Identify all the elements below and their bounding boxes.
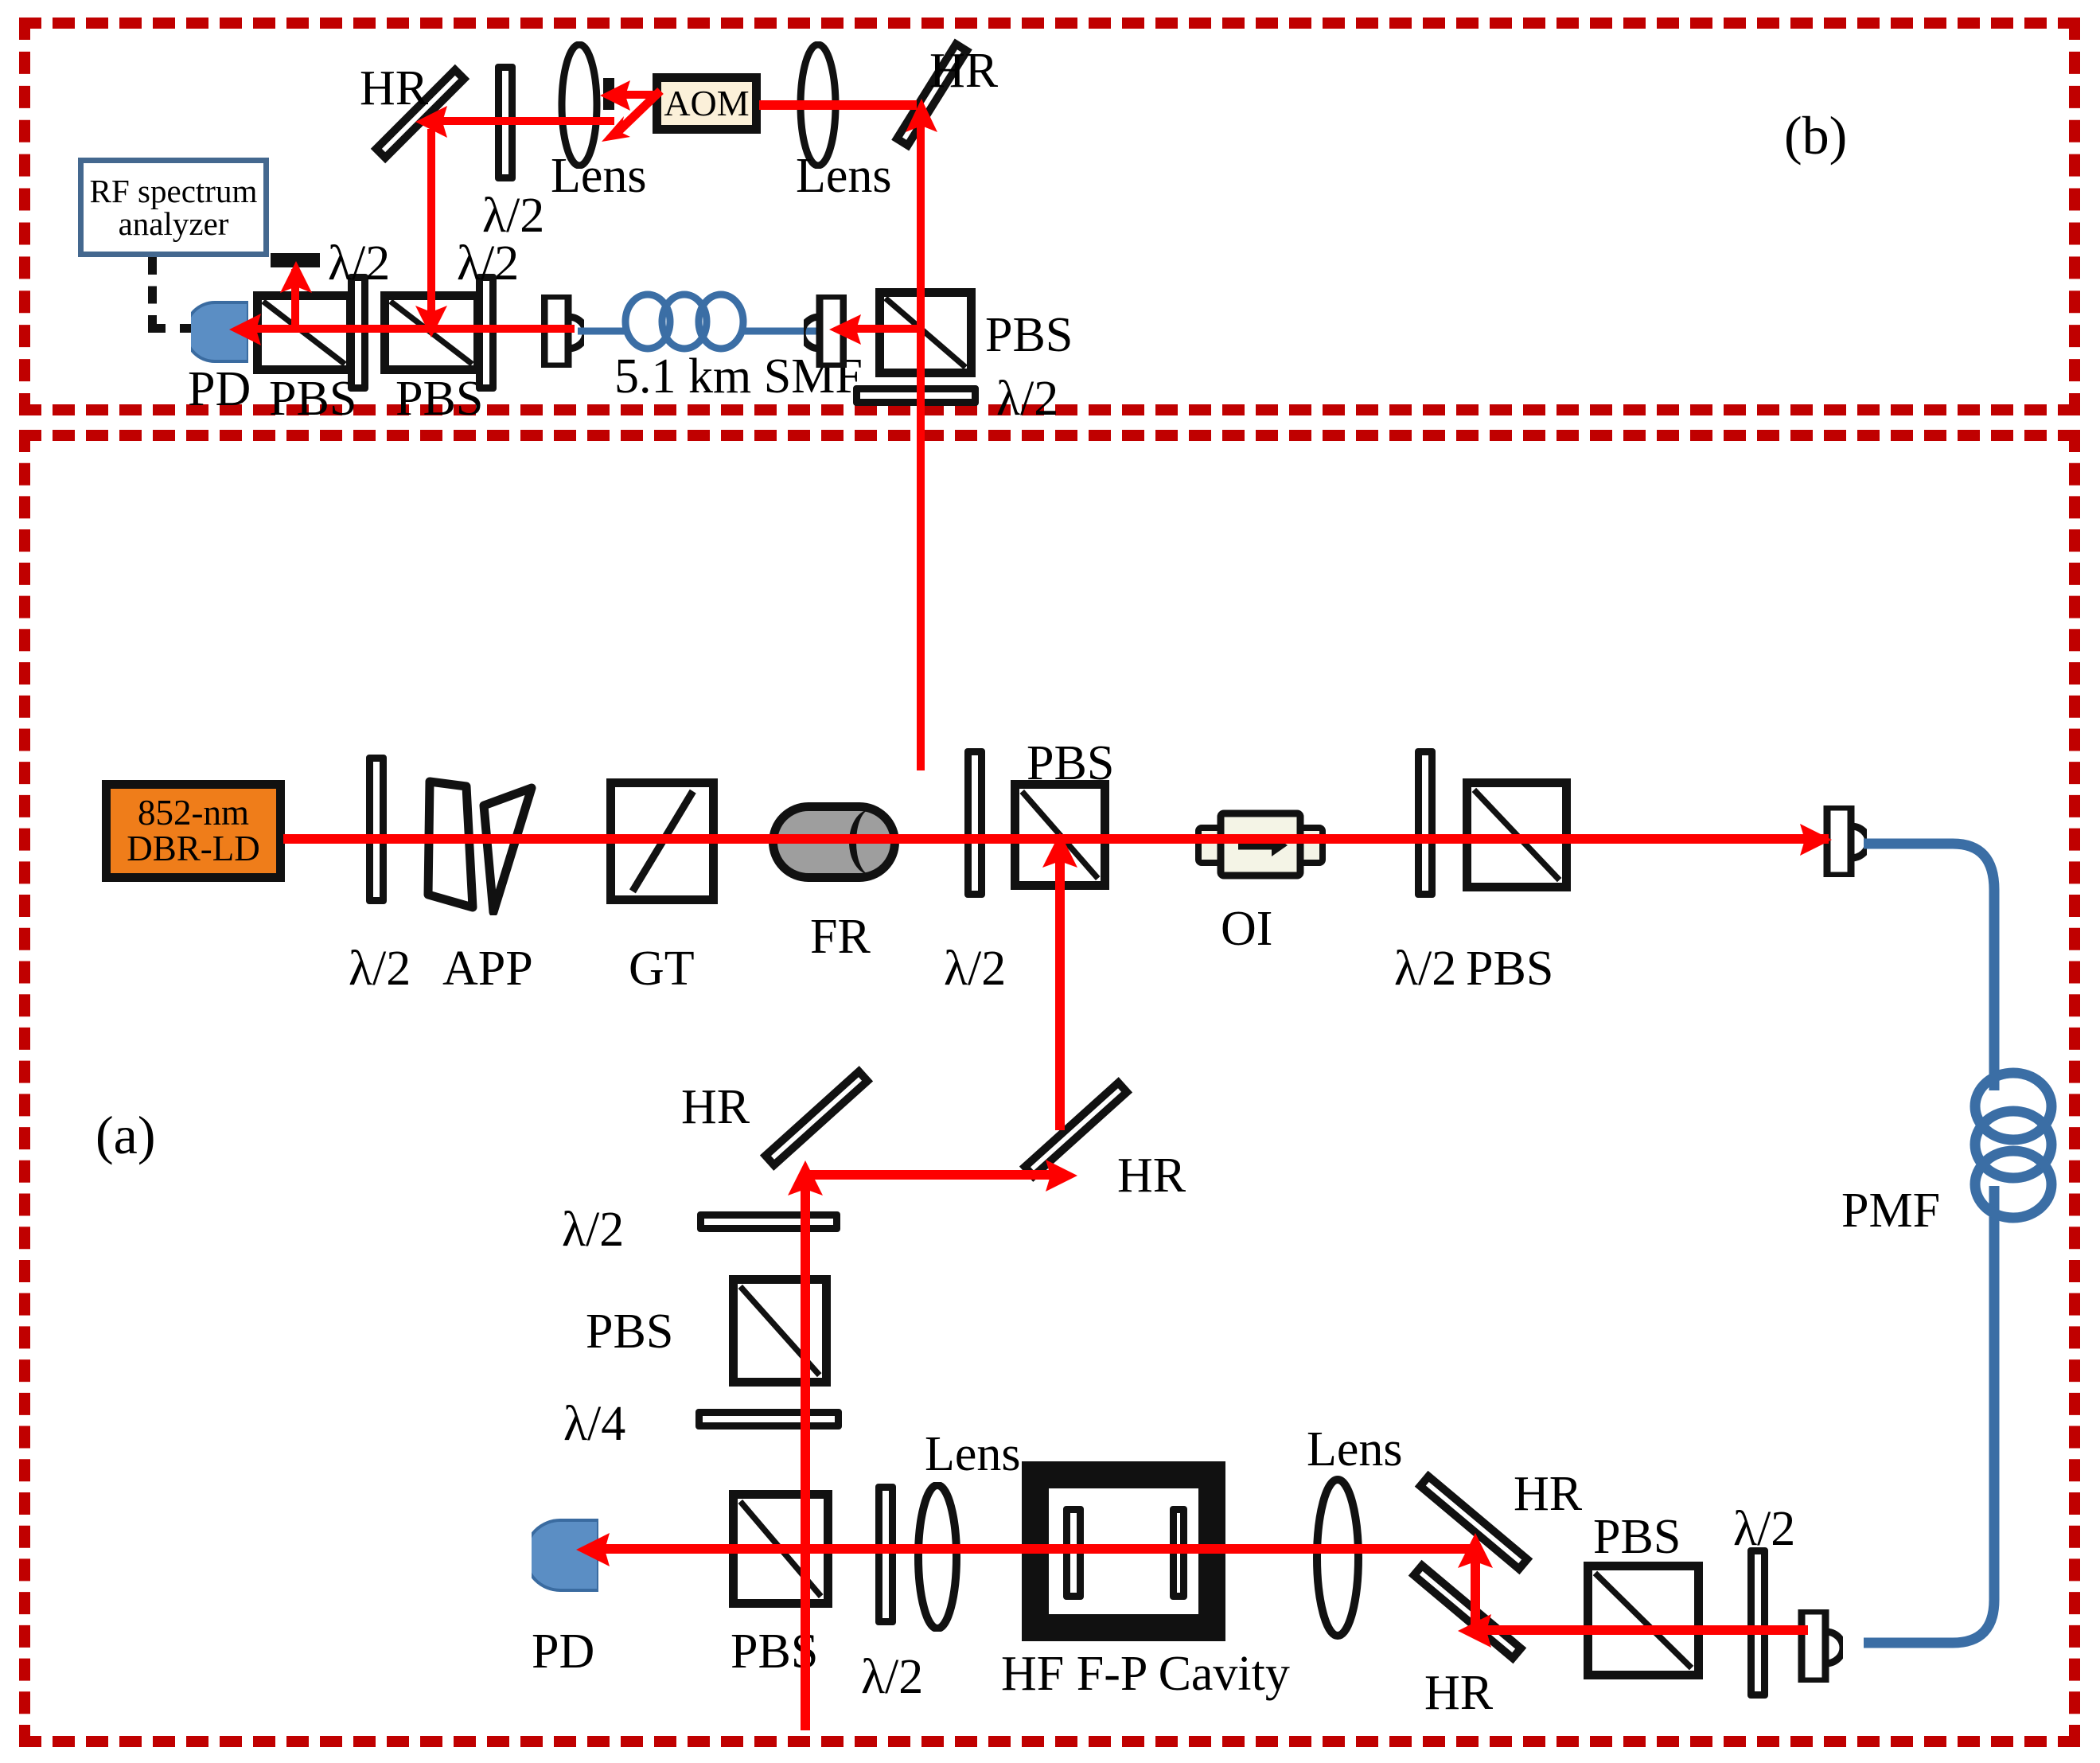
hwp-a-before-pbs1 xyxy=(964,748,985,898)
hwp-b-2 xyxy=(476,274,497,392)
hwp-b-2-label: λ/2 xyxy=(457,236,520,291)
panel-a-frame xyxy=(19,430,2080,1747)
beam-b-vertical-right xyxy=(917,110,925,333)
fiber-coupler-a-top xyxy=(1822,805,1867,877)
hwp-a-after-laser xyxy=(366,755,387,904)
pbs-b-left xyxy=(253,291,355,374)
fr-label: FR xyxy=(810,910,871,964)
hwp-a-right-label: λ/2 xyxy=(1733,1502,1796,1556)
rf-analyzer-cable-vertical xyxy=(148,257,157,333)
hwp-a-right xyxy=(1747,1547,1768,1699)
laser-line2: DBR-LD xyxy=(127,829,260,868)
app-prism-pair xyxy=(420,774,546,915)
aom-double-pass-dump xyxy=(603,78,614,110)
hr-mirror-a-upper-left-label: HR xyxy=(681,1080,750,1134)
hwp-a-before-pbs2 xyxy=(1415,748,1436,898)
hwp-a-before-pbs2-label: λ/2 xyxy=(1394,942,1457,996)
hwp-b-1-label: λ/2 xyxy=(328,236,391,291)
hwp-b-bottom-label: λ/2 xyxy=(996,372,1059,426)
beam-a-vertical-mid xyxy=(801,1173,810,1730)
rf-analyzer-line1: RF spectrum xyxy=(89,172,258,209)
pbs-a-right-label: PBS xyxy=(1593,1510,1681,1564)
optical-isolator xyxy=(1194,805,1327,882)
beam-b-aom-to-lens-upper xyxy=(614,91,656,99)
lens-b-left xyxy=(557,41,602,169)
lens-a-left xyxy=(914,1482,961,1632)
laser-source-852nm: 852-nm DBR-LD xyxy=(102,780,285,882)
beam-b-top-left xyxy=(430,117,614,125)
beam-a-main-top xyxy=(283,834,1829,844)
pbs-b-far-right xyxy=(875,288,976,377)
hf-fp-cavity-label: HF F-P Cavity xyxy=(1001,1647,1290,1701)
panel-b-frame xyxy=(19,18,2080,415)
qwp-a-label: λ/4 xyxy=(563,1397,626,1451)
oi-label: OI xyxy=(1221,902,1273,956)
hwp-b-upper-label: λ/2 xyxy=(482,189,545,243)
photodiode-b-label: PD xyxy=(188,362,251,416)
qwp-a xyxy=(695,1409,842,1430)
beam-b-pbs-to-coupler xyxy=(842,325,917,333)
lens-b-left-label: Lens xyxy=(551,149,647,203)
hwp-a-mid xyxy=(697,1211,840,1232)
gt-label: GT xyxy=(629,942,695,996)
pbs-a-1-label: PBS xyxy=(1027,736,1115,790)
pmf-label: PMF xyxy=(1841,1184,1941,1238)
lens-a-left-label: Lens xyxy=(925,1427,1021,1481)
hwp-b-1 xyxy=(348,274,368,392)
beam-a-pbs-right-to-hr xyxy=(1474,1625,1808,1635)
hwp-a-mid-label: λ/2 xyxy=(562,1203,625,1257)
beam-b-aom-to-hr-right xyxy=(759,100,917,110)
beam-b-hr-left-down xyxy=(427,129,435,331)
lens-a-right-label: Lens xyxy=(1307,1422,1403,1476)
photodiode-a xyxy=(532,1519,598,1592)
beam-a-cavity-to-pd xyxy=(592,1544,1475,1554)
fiber-coupler-a-bottom xyxy=(1797,1609,1843,1683)
aom-label: AOM xyxy=(664,83,750,123)
panel-b-id: (b) xyxy=(1784,105,1848,166)
beam-b-dump-vertical xyxy=(291,269,299,328)
rf-spectrum-analyzer-box: RF spectrum analyzer xyxy=(78,158,269,257)
beam-b-to-panel-a xyxy=(917,333,925,770)
pbs-a-mid xyxy=(729,1275,831,1387)
hr-mirror-b-left-label: HR xyxy=(360,61,429,115)
hwp-a-after-laser-label: λ/2 xyxy=(349,942,411,996)
hwp-a-lower-label: λ/2 xyxy=(861,1650,924,1704)
pbs-b-far-right-label: PBS xyxy=(985,308,1073,362)
hwp-b-bottom xyxy=(853,385,979,406)
panel-a-id: (a) xyxy=(95,1105,156,1165)
pbs-a-mid-label: PBS xyxy=(586,1305,674,1359)
beam-dump-b xyxy=(271,253,320,267)
beam-a-lower-vertical xyxy=(1471,1544,1480,1632)
lens-a-right xyxy=(1311,1476,1364,1640)
beam-a-up-into-pbs1 xyxy=(1055,844,1065,1130)
fiber-coupler-b-right xyxy=(804,294,847,368)
pbs-b-left-label: PBS xyxy=(269,372,357,426)
laser-line1: 852-nm xyxy=(138,793,249,833)
hr-mirror-b-right-label: HR xyxy=(929,44,999,98)
beam-a-hr-to-hr xyxy=(804,1170,1066,1180)
hwp-a-lower xyxy=(875,1484,896,1625)
rf-analyzer-cable-horizontal xyxy=(148,324,197,333)
pbs-b-right-label: PBS xyxy=(395,372,484,426)
photodiode-a-label: PD xyxy=(532,1625,595,1679)
hr-mirror-a-lower-lower-label: HR xyxy=(1424,1666,1494,1720)
app-label: APP xyxy=(442,942,533,996)
hr-mirror-a-lower-upper-label: HR xyxy=(1514,1467,1583,1521)
pbs-a-2-label: PBS xyxy=(1466,942,1554,996)
hr-mirror-a-upper-right-label: HR xyxy=(1117,1149,1186,1203)
aom-box: AOM xyxy=(653,73,761,134)
rf-analyzer-line2: analyzer xyxy=(118,205,229,242)
beam-b-pd-to-fiber xyxy=(240,325,575,333)
lens-b-right-label: Lens xyxy=(796,149,892,203)
pbs-a-right xyxy=(1584,1562,1703,1679)
hwp-a-before-pbs1-label: λ/2 xyxy=(944,942,1007,996)
